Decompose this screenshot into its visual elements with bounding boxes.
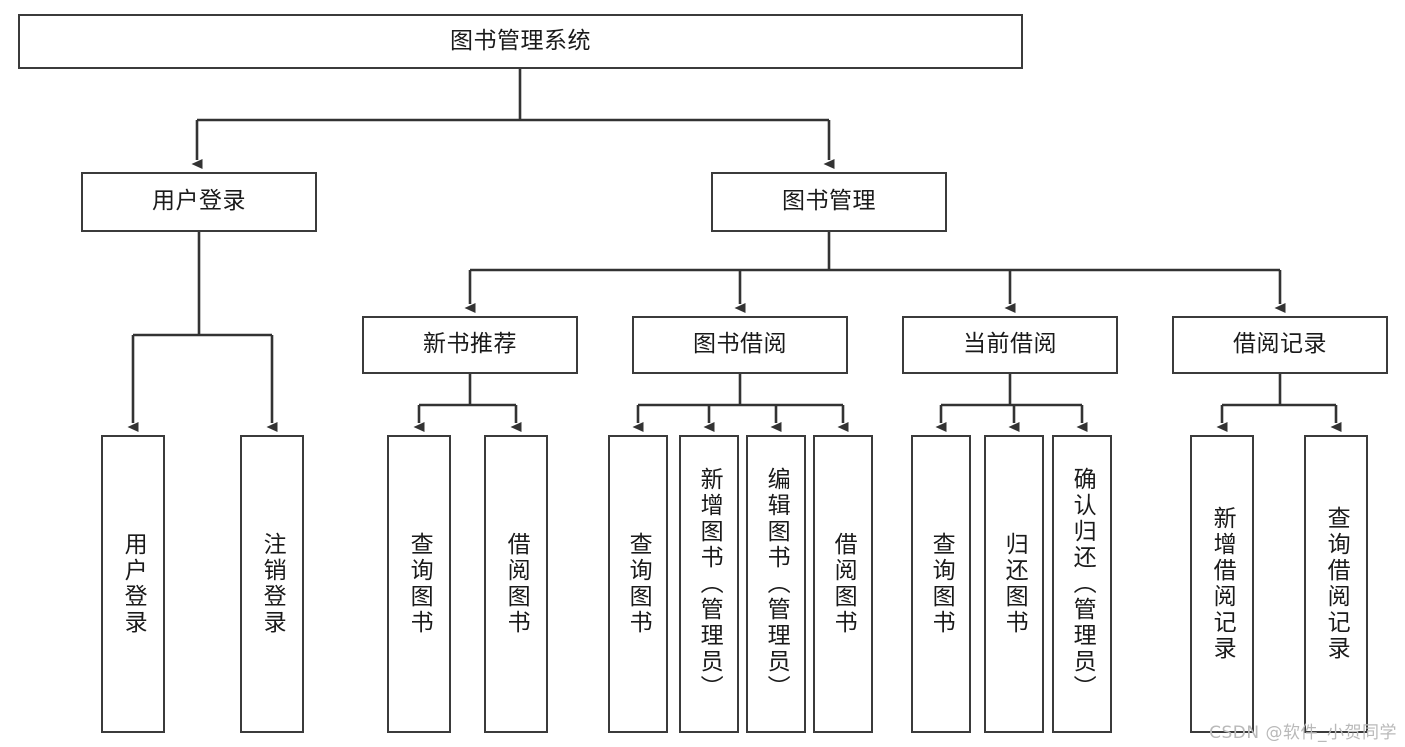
node-leaf-edit-book[interactable]: 编辑图书（管理员） [746, 435, 806, 733]
node-root[interactable]: 图书管理系统 [18, 14, 1023, 69]
node-leaf-query-record[interactable]: 查询借阅记录 [1304, 435, 1368, 733]
node-leaf-user-login[interactable]: 用户登录 [101, 435, 165, 733]
node-leaf-query-book-rec[interactable]: 查询图书 [387, 435, 451, 733]
node-book-borrow[interactable]: 图书借阅 [632, 316, 848, 374]
node-leaf-query-book-cur-label: 查询图书 [928, 532, 955, 636]
node-leaf-query-book-rec-label: 查询图书 [406, 532, 433, 636]
node-user-login-label: 用户登录 [152, 188, 246, 215]
node-leaf-confirm-return[interactable]: 确认归还（管理员） [1052, 435, 1112, 733]
node-leaf-query-record-label: 查询借阅记录 [1323, 506, 1350, 662]
node-leaf-query-book-cur[interactable]: 查询图书 [911, 435, 971, 733]
node-leaf-edit-book-label: 编辑图书（管理员） [763, 467, 790, 701]
node-leaf-logout-label: 注销登录 [259, 532, 286, 636]
node-leaf-add-book[interactable]: 新增图书（管理员） [679, 435, 739, 733]
node-current-borrow[interactable]: 当前借阅 [902, 316, 1118, 374]
node-book-borrow-label: 图书借阅 [693, 331, 787, 358]
node-user-login[interactable]: 用户登录 [81, 172, 317, 232]
node-leaf-add-record[interactable]: 新增借阅记录 [1190, 435, 1254, 733]
node-leaf-logout[interactable]: 注销登录 [240, 435, 304, 733]
node-leaf-borrow-book-label: 借阅图书 [830, 532, 857, 636]
node-leaf-query-book-borrow[interactable]: 查询图书 [608, 435, 668, 733]
node-leaf-user-login-label: 用户登录 [120, 532, 147, 636]
node-leaf-borrow-book-rec[interactable]: 借阅图书 [484, 435, 548, 733]
node-borrow-record[interactable]: 借阅记录 [1172, 316, 1388, 374]
node-book-manage-label: 图书管理 [782, 188, 876, 215]
node-leaf-query-book-borrow-label: 查询图书 [625, 532, 652, 636]
node-borrow-record-label: 借阅记录 [1233, 331, 1327, 358]
node-new-book-rec[interactable]: 新书推荐 [362, 316, 578, 374]
node-book-manage[interactable]: 图书管理 [711, 172, 947, 232]
node-leaf-add-record-label: 新增借阅记录 [1209, 506, 1236, 662]
node-leaf-return-book-label: 归还图书 [1001, 532, 1028, 636]
node-leaf-return-book[interactable]: 归还图书 [984, 435, 1044, 733]
node-new-book-rec-label: 新书推荐 [423, 331, 517, 358]
node-leaf-borrow-book-rec-label: 借阅图书 [503, 532, 530, 636]
node-leaf-confirm-return-label: 确认归还（管理员） [1069, 467, 1096, 701]
node-root-label: 图书管理系统 [450, 27, 591, 54]
watermark-text: CSDN @软件_小贺同学 [1209, 723, 1397, 743]
node-leaf-add-book-label: 新增图书（管理员） [696, 467, 723, 701]
node-current-borrow-label: 当前借阅 [963, 331, 1057, 358]
node-leaf-borrow-book[interactable]: 借阅图书 [813, 435, 873, 733]
